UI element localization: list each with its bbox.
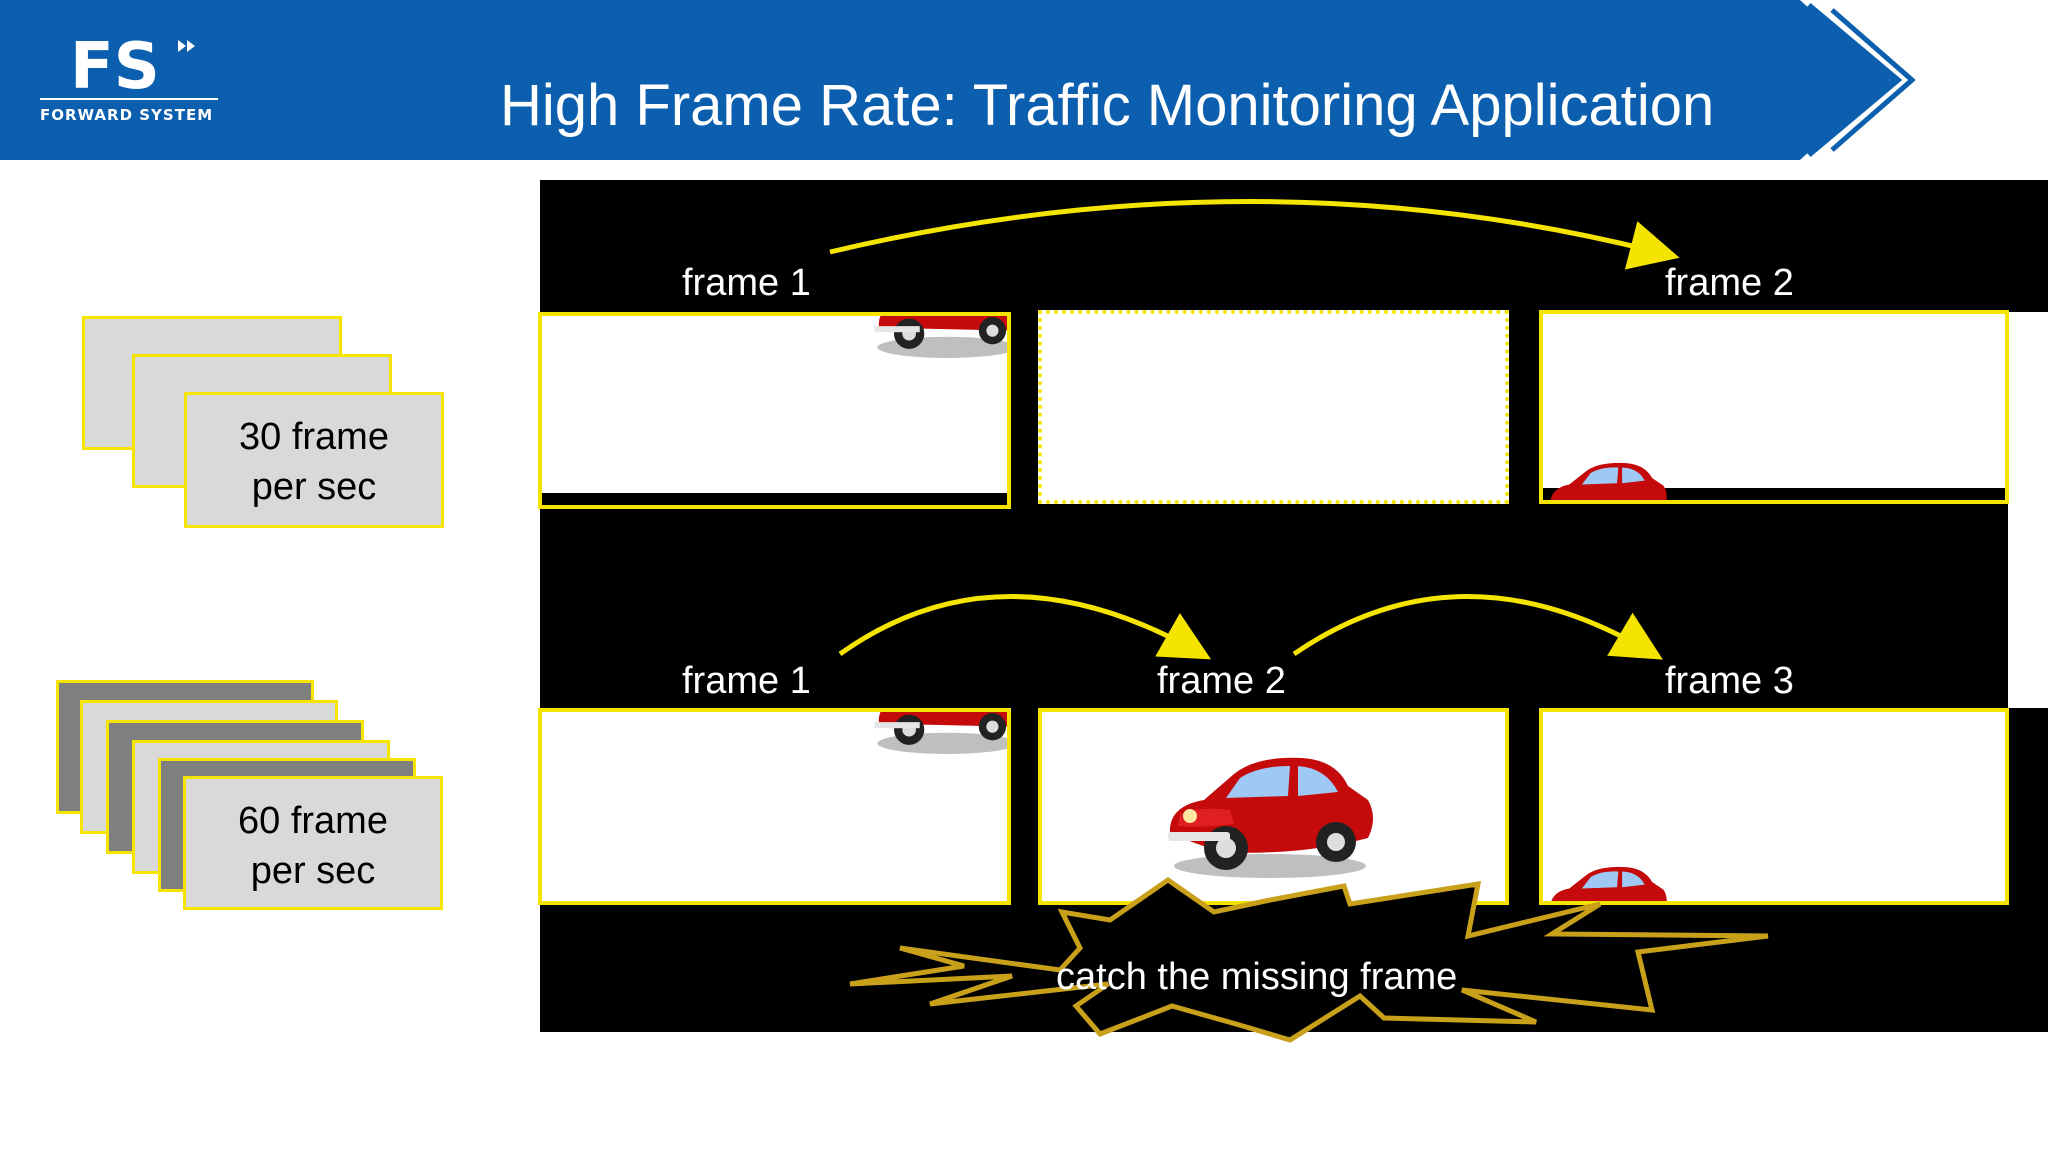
logo-text: FORWARD SYSTEM: [40, 106, 214, 124]
car-icon: [874, 712, 1007, 754]
stack-60fps-line1: 60 frame: [238, 800, 388, 842]
road-strip: [542, 493, 1007, 505]
car-icon: [1550, 462, 1667, 500]
banner-shape: [0, 0, 1920, 160]
stack-card-front: [184, 392, 444, 528]
row60-frame1-label: frame 1: [682, 660, 811, 702]
row60-frame3-label: frame 3: [1665, 660, 1794, 702]
row60-frame2-box: [1038, 708, 1509, 905]
stack-60fps-line2: per sec: [250, 850, 376, 892]
stack-30fps-label: 30 frame per sec: [184, 412, 444, 512]
car-icon: [874, 316, 1007, 358]
row30-frame1-box: [538, 312, 1011, 509]
row30-frame1-label: frame 1: [682, 262, 811, 304]
page-title: High Frame Rate: Traffic Monitoring Appl…: [500, 73, 1715, 138]
row30-missing-frame-box: [1038, 310, 1509, 504]
callout-text: catch the missing frame: [1056, 956, 1458, 998]
row30-frame2-box: [1539, 310, 2009, 504]
row60-frame1-box: [538, 708, 1011, 905]
header-banner: FS FORWARD SYSTEM High Frame Rate: Traff…: [0, 0, 2048, 160]
logo-divider: [40, 98, 218, 100]
row60-frame2-label: frame 2: [1157, 660, 1286, 702]
svg-text:FS: FS: [70, 36, 160, 96]
car-icon: [1551, 866, 1667, 901]
stack-30fps-line2: per sec: [251, 466, 377, 508]
car-icon: [1168, 757, 1373, 878]
band-notch: [2008, 312, 2048, 708]
stack-30fps-line1: 30 frame: [239, 416, 389, 458]
stack-60fps-label: 60 frame per sec: [183, 796, 443, 896]
stack-card-front: [183, 776, 443, 910]
row60-frame3-box: [1539, 708, 2009, 905]
logo-icon: FS: [70, 36, 195, 96]
row30-frame2-label: frame 2: [1665, 262, 1794, 304]
